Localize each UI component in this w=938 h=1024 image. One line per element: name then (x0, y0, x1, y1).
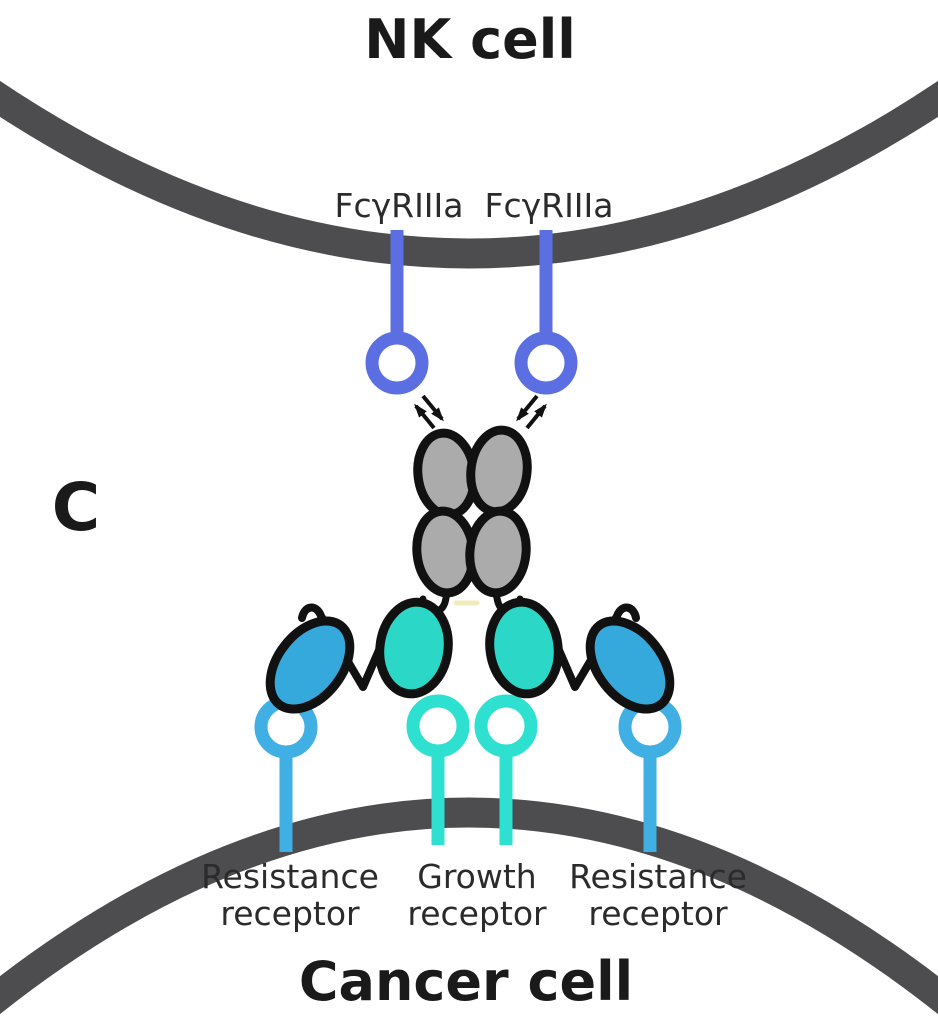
fab-inner-right-oval (485, 597, 563, 699)
antibody-fab-arms (265, 597, 675, 714)
arrow-down-right-icon (421, 394, 444, 422)
fab-linker-left (298, 603, 390, 691)
fab-outer-left-oval (265, 616, 355, 714)
binding-arrows-right (516, 394, 547, 430)
resistance-receptor-left-label-line2: receptor (220, 894, 360, 933)
growth-receptor-label-line1: Growth (417, 857, 536, 896)
resistance-receptor-right-label-line1: Resistance (569, 857, 747, 896)
fab-outer-right-oval (585, 616, 675, 714)
cancer-cell-membrane (0, 797, 938, 1015)
arrow-down-left-icon (516, 394, 539, 422)
fab-linker-right (548, 603, 640, 691)
binding-arrows-left (414, 394, 444, 430)
fc-oval-bottom-right (465, 506, 531, 598)
fcgriiia-label-right: FcγRIIIa (484, 186, 613, 225)
arrow-up-right-icon (525, 403, 547, 430)
fcgriiia-left-ring (365, 331, 429, 395)
fab-inner-left-oval (375, 597, 453, 699)
fcgriiia-label-left: FcγRIIIa (334, 186, 463, 225)
arrow-up-left-icon (414, 403, 436, 430)
fc-oval-top-right (466, 425, 532, 517)
growth-left-ring (406, 694, 470, 758)
growth-receptor-shape (406, 694, 538, 845)
growth-receptor-label-line2: receptor (407, 894, 547, 933)
fcgriiia-receptor-right (514, 230, 578, 395)
fcgriiia-receptor-left (365, 230, 429, 395)
antibody-fc-region (412, 425, 532, 598)
resistance-receptor-left-label-line1: Resistance (201, 857, 379, 896)
growth-right-ring (474, 694, 538, 758)
nk-cell-title: NK cell (364, 8, 576, 71)
fcgriiia-right-ring (514, 331, 578, 395)
cancer-cell-title: Cancer cell (299, 950, 633, 1013)
resistance-receptor-right-label-line2: receptor (588, 894, 728, 933)
panel-label-c: C (52, 469, 100, 546)
nk-cell-membrane (0, 80, 938, 269)
